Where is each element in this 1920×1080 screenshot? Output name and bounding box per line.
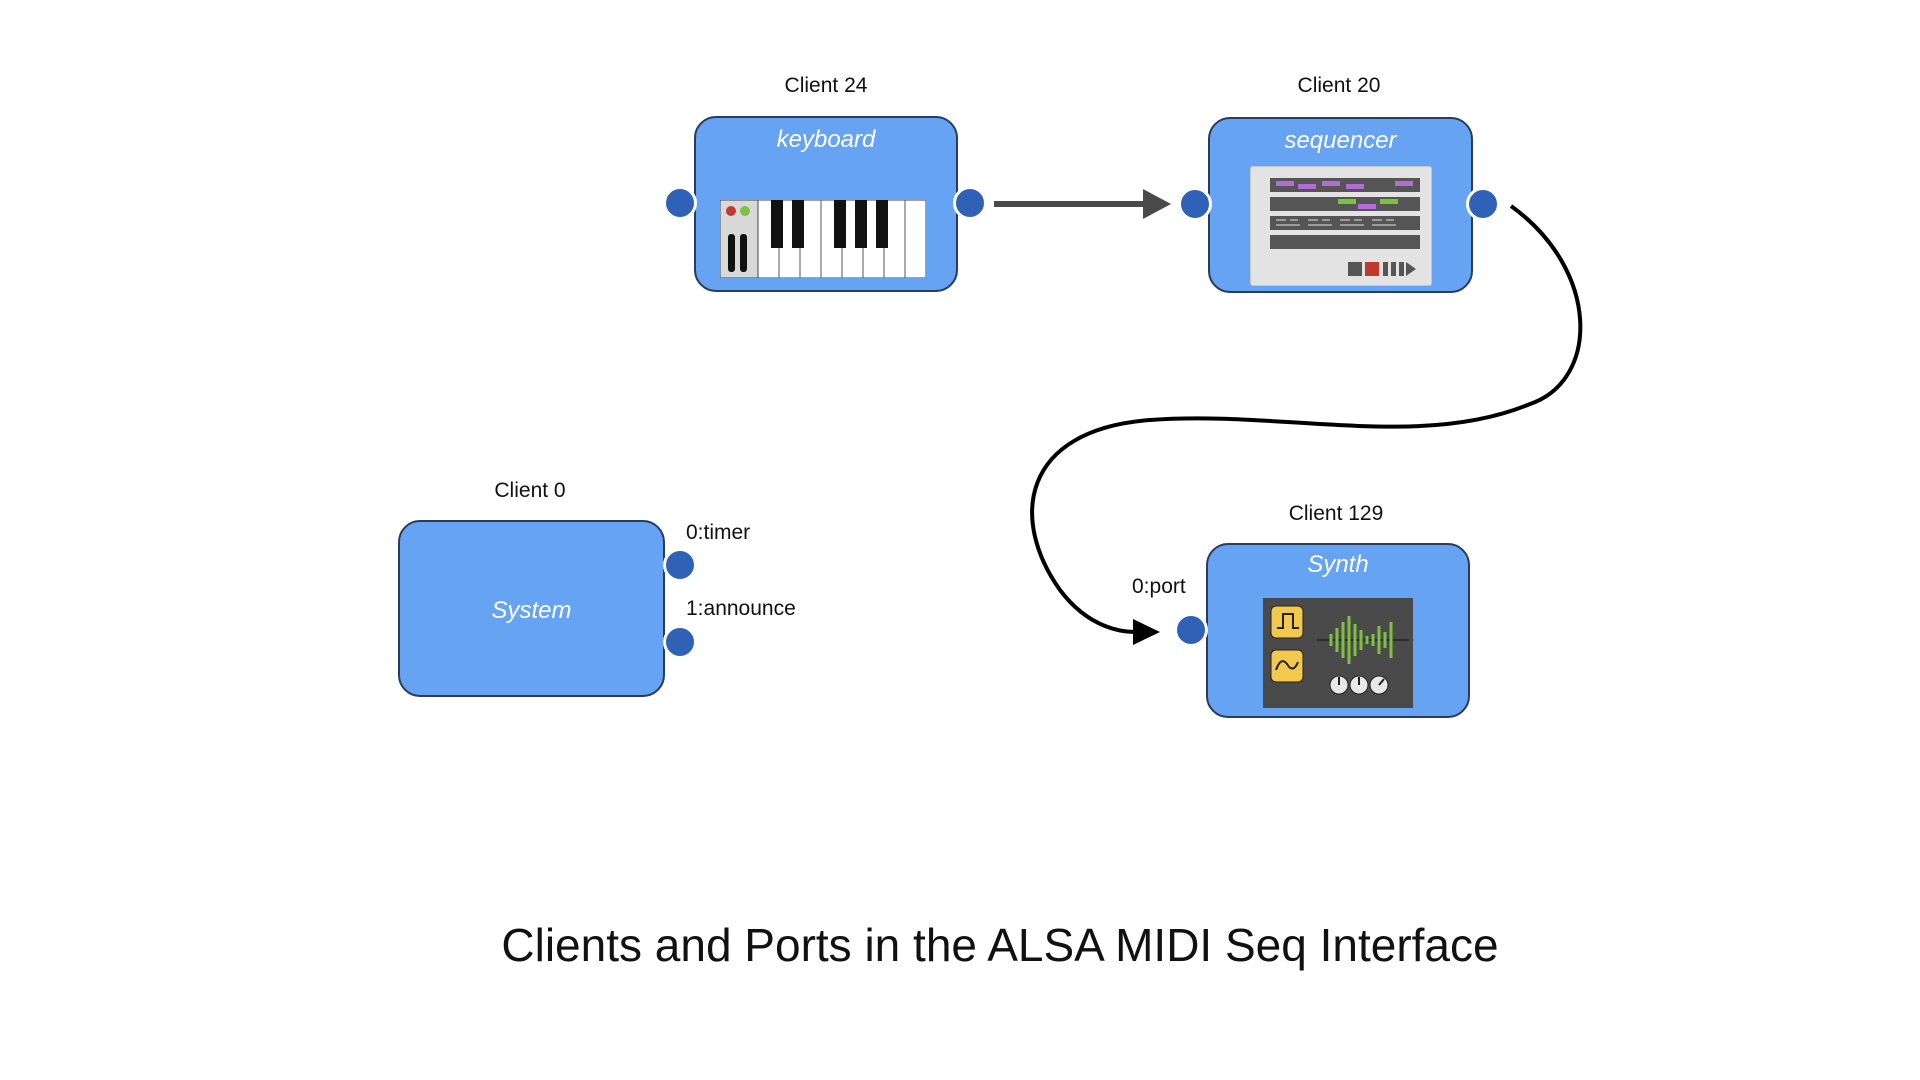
keyboard-client-title: keyboard [776, 126, 876, 153]
client-0-label: Client 0 [494, 479, 566, 502]
system-client-title: System [491, 597, 572, 624]
midi-keyboard-icon [720, 200, 926, 278]
keyboard-client-node[interactable]: keyboard [694, 116, 958, 292]
sequencer-client-node[interactable]: sequencer [1208, 117, 1473, 293]
system-timer-port[interactable] [663, 548, 697, 582]
sequencer-output-port[interactable] [1466, 187, 1500, 221]
synth-waveform-icon [1263, 598, 1413, 708]
system-announce-port-label: 1:announce [686, 597, 796, 620]
client-24-label: Client 24 [784, 74, 868, 97]
keyboard-input-port[interactable] [663, 186, 697, 220]
sequencer-input-port[interactable] [1178, 187, 1212, 221]
arrow-keyboard-to-sequencer [994, 189, 1171, 219]
system-timer-port-label: 0:timer [686, 521, 751, 544]
keyboard-output-port[interactable] [953, 186, 987, 220]
synth-client-node[interactable]: Synth [1206, 543, 1470, 718]
diagram-caption: Clients and Ports in the ALSA MIDI Seq I… [501, 919, 1499, 971]
client-20-label: Client 20 [1297, 74, 1381, 97]
system-client-node[interactable]: System [398, 520, 665, 697]
system-announce-port[interactable] [663, 625, 697, 659]
synth-port-label: 0:port [1132, 575, 1186, 598]
client-129-label: Client 129 [1288, 502, 1384, 525]
synth-client-title: Synth [1307, 551, 1369, 578]
synth-input-port[interactable] [1174, 613, 1208, 647]
wire-sequencer-to-synth [1030, 204, 1583, 645]
sequencer-window-icon [1250, 166, 1432, 286]
sequencer-client-title: sequencer [1284, 127, 1397, 154]
